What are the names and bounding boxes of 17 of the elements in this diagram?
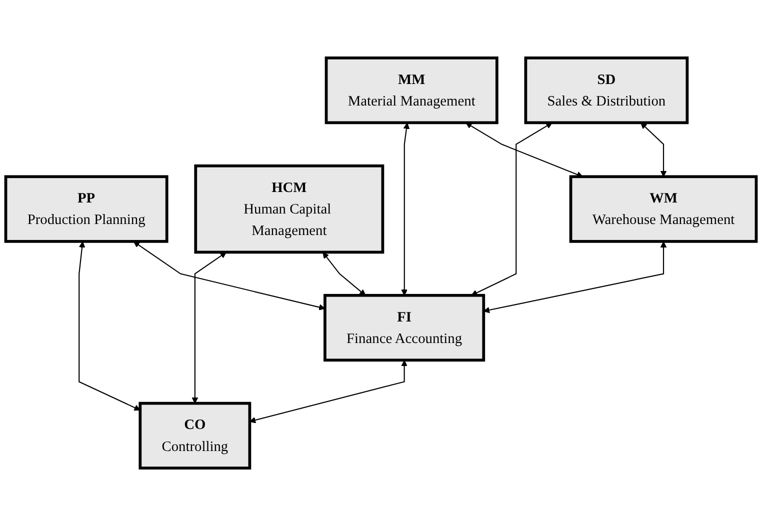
node-box: WM Warehouse Management (569, 175, 758, 243)
arrow (322, 252, 366, 296)
node-box: FI Finance Accounting (324, 294, 486, 362)
arrow (466, 122, 583, 178)
node-box: HCM Human Capital Management (194, 164, 384, 254)
node-box: MM Material Management (324, 56, 498, 124)
arrow (401, 122, 410, 296)
node-box: SD Sales & Distribution (524, 56, 689, 124)
arrow (640, 122, 667, 177)
arrow (133, 241, 326, 310)
node-box: PP Production Planning (4, 175, 168, 243)
node-box: CO Controlling (138, 402, 252, 470)
arrow (192, 252, 226, 404)
arrow (483, 241, 667, 314)
arrow (78, 241, 140, 411)
arrow (249, 360, 408, 424)
arrow (471, 122, 552, 296)
